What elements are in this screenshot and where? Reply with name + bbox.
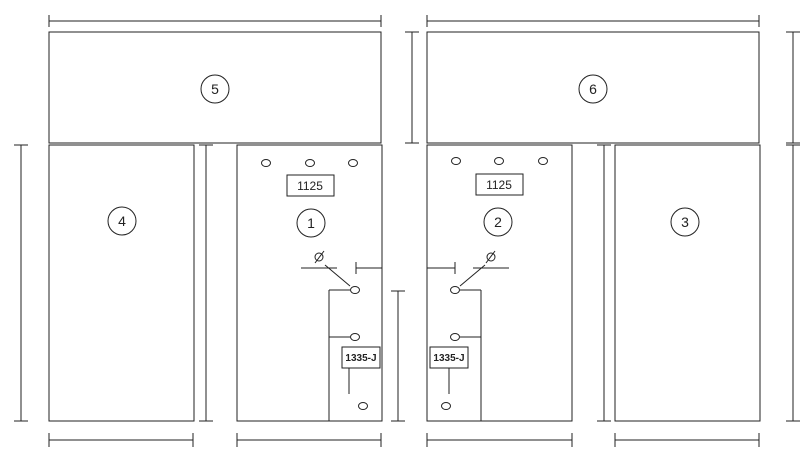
dimension-lines <box>14 15 800 447</box>
hole <box>261 159 271 167</box>
panel-1-switch-assembly: 1335-J <box>301 250 382 421</box>
panel-1-sub-label: 1335-J <box>345 353 376 364</box>
hole <box>350 333 360 341</box>
panel-4-number-circle <box>107 206 137 236</box>
panel-3-number-circle <box>670 207 700 237</box>
panel-1-sub-label-box <box>341 346 381 369</box>
dimension-panel-1-height <box>199 144 213 422</box>
panel-1: 1125 1 1335-J <box>236 144 383 422</box>
hole <box>450 333 460 341</box>
panel-4-number: 4 <box>118 213 126 229</box>
panel-5: 5 <box>48 31 382 144</box>
hole <box>358 402 368 410</box>
hole <box>450 286 460 294</box>
panel-1-label-box <box>286 174 335 197</box>
panel-2-sub-label: 1335-J <box>433 353 464 364</box>
hole <box>348 159 358 167</box>
panel-3-number: 3 <box>681 214 689 230</box>
panel-2-number: 2 <box>494 214 502 230</box>
dimension-panel-3-height <box>597 144 611 422</box>
panel-2-switch-assembly: 1335-J <box>427 250 509 421</box>
panel-1-number-circle <box>296 208 326 238</box>
dimension-bottom-panel-3 <box>614 433 760 447</box>
panel-2-label-box <box>475 173 524 196</box>
panel-1-top-holes <box>261 159 358 167</box>
panel-3: 3 <box>614 144 761 422</box>
dimension-panel-1-lower-height <box>391 290 405 422</box>
dimension-top-left <box>48 15 382 27</box>
dimension-top-right <box>426 15 760 27</box>
panel-5-number: 5 <box>211 81 219 97</box>
dimension-bottom-panel-4 <box>48 433 194 447</box>
panel-2-number-circle <box>483 207 513 237</box>
hole <box>441 402 451 410</box>
hole <box>350 286 360 294</box>
panel-1-label: 1125 <box>297 179 323 193</box>
panel-2-top-holes <box>451 157 548 165</box>
dimension-panel-3-height-right <box>786 144 800 422</box>
dimension-bottom-panel-2 <box>426 433 573 447</box>
panel-6-number: 6 <box>589 81 597 97</box>
hole <box>451 157 461 165</box>
hole <box>494 157 504 165</box>
dimension-panel-6-height-left <box>405 31 419 144</box>
dimension-panel-6-height-right <box>786 31 800 144</box>
dimension-bottom-panel-1 <box>236 433 382 447</box>
panel-1-number: 1 <box>307 215 315 231</box>
hole <box>538 157 548 165</box>
dimension-panel-4-height <box>14 144 28 422</box>
panel-5-number-circle <box>200 74 230 104</box>
panel-6: 6 <box>426 31 760 144</box>
panel-4: 4 <box>48 144 195 422</box>
panel-6-number-circle <box>578 74 608 104</box>
panel-2-label: 1125 <box>486 178 512 192</box>
hole <box>305 159 315 167</box>
panel-2: 1125 2 1335-J <box>426 144 573 422</box>
